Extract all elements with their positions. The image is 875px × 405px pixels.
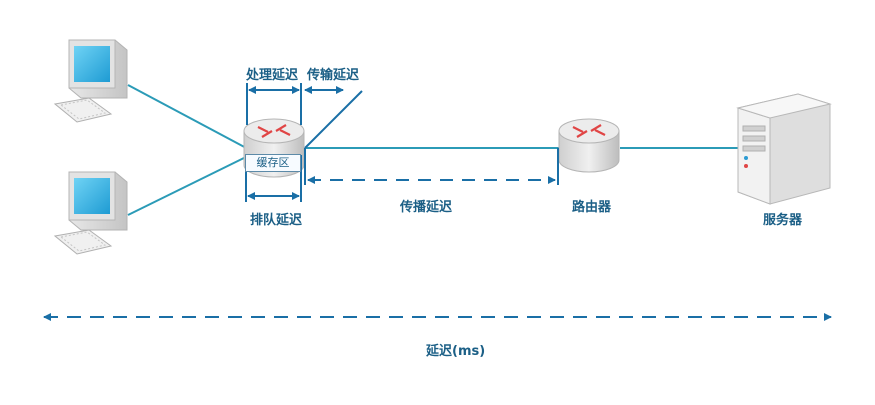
link-pc1-router1 <box>127 84 251 151</box>
buffer-label: 缓存区 <box>245 154 301 172</box>
propagation-delay-marker <box>304 148 559 185</box>
total-delay-label: 延迟(ms) <box>426 344 486 359</box>
router-icon <box>558 118 620 173</box>
router-label: 路由器 <box>572 200 612 215</box>
queueing-delay-label: 排队延迟 <box>250 213 303 228</box>
computer-icon <box>53 171 128 255</box>
transmission-delay-label: 传输延迟 <box>307 68 360 83</box>
computer-icon <box>53 39 128 123</box>
processing-delay-marker <box>246 83 302 125</box>
propagation-delay-label: 传播延迟 <box>400 200 453 215</box>
network-links <box>127 84 738 216</box>
server-icon <box>736 93 832 205</box>
link-pc2-router1 <box>127 154 251 216</box>
server-label: 服务器 <box>763 213 803 228</box>
processing-delay-label: 处理延迟 <box>246 68 299 83</box>
transmission-delay-marker <box>304 86 363 149</box>
